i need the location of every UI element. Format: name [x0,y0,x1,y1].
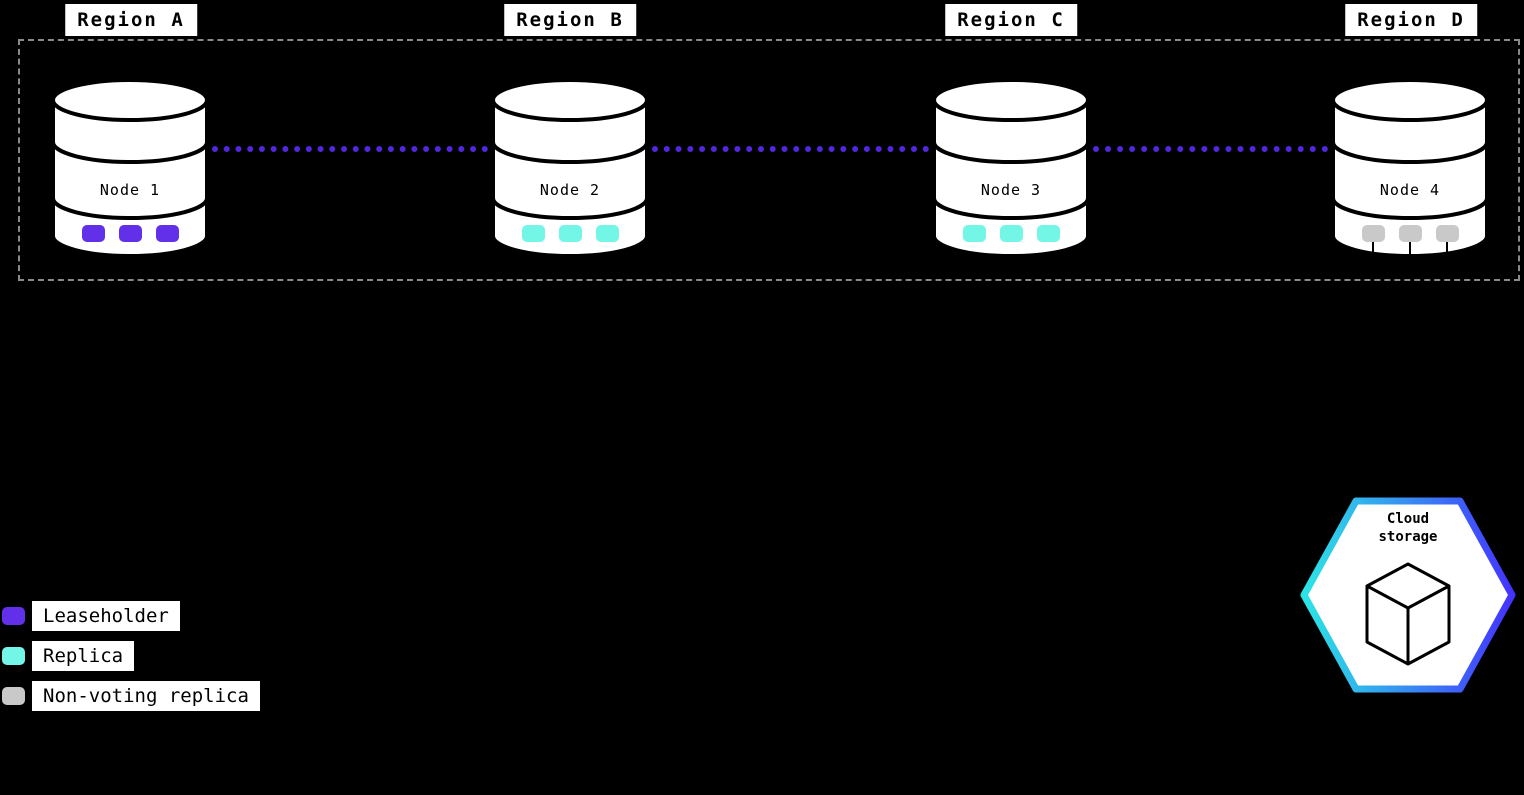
leaseholder-swatch-icon [2,606,25,625]
database-cylinder-icon [1331,78,1489,258]
replica-chip [595,225,619,242]
legend-label: Replica [32,640,135,671]
legend-item-replica: Replica [2,639,260,672]
replica-chips [931,225,1091,242]
db-node-1: Node 1 [50,78,210,258]
cloud-storage-label: Cloud storage [1299,510,1517,546]
legend-label: Leaseholder [32,600,180,631]
cluster-boundary [18,39,1520,281]
legend-item-leaseholder: Leaseholder [2,599,260,632]
db-node-4: Node 4 [1330,78,1490,258]
node-label: Node 1 [99,181,161,199]
non-voting-replica-chip [1435,225,1459,242]
leaseholder-chip [155,225,179,242]
region-label-d: Region D [1345,4,1477,36]
db-node-2: Node 2 [490,78,650,258]
replica-chip [999,225,1023,242]
cloud-storage-label-line1: Cloud [1386,511,1430,527]
region-label-b: Region B [504,4,636,36]
legend-label: Non-voting replica [32,680,260,711]
cloud-storage-label-line2: storage [1378,529,1438,545]
node-label: Node 4 [1379,181,1441,199]
replica-chips [490,225,650,242]
leaseholder-chip [118,225,142,242]
replication-link-3-4 [1093,146,1328,152]
db-node-3: Node 3 [931,78,1091,258]
database-cylinder-icon [932,78,1090,258]
leaseholder-chip [81,225,105,242]
replica-chip [521,225,545,242]
cube-icon [1365,562,1451,666]
node-label: Node 3 [980,181,1042,199]
database-cylinder-icon [491,78,649,258]
replica-chips [1330,225,1490,242]
region-label-c: Region C [945,4,1077,36]
replica-chip [962,225,986,242]
cloud-storage-hexagon-icon [1300,497,1516,693]
replication-link-2-3 [652,146,929,152]
region-label-a: Region A [65,4,197,36]
non-voting-replica-chip [1398,225,1422,242]
legend-item-non-voting-replica: Non-voting replica [2,679,260,712]
non-voting-replica-chip [1361,225,1385,242]
replica-swatch-icon [2,646,25,665]
node-label: Node 2 [539,181,601,199]
replica-chip [1036,225,1060,242]
legend: Leaseholder Replica Non-voting replica [2,599,260,719]
replication-link-1-2 [212,146,488,152]
cloud-storage: Cloud storage [1299,494,1517,696]
non-voting-replica-swatch-icon [2,686,25,705]
replica-chip [558,225,582,242]
replica-chips [50,225,210,242]
database-cylinder-icon [51,78,209,258]
